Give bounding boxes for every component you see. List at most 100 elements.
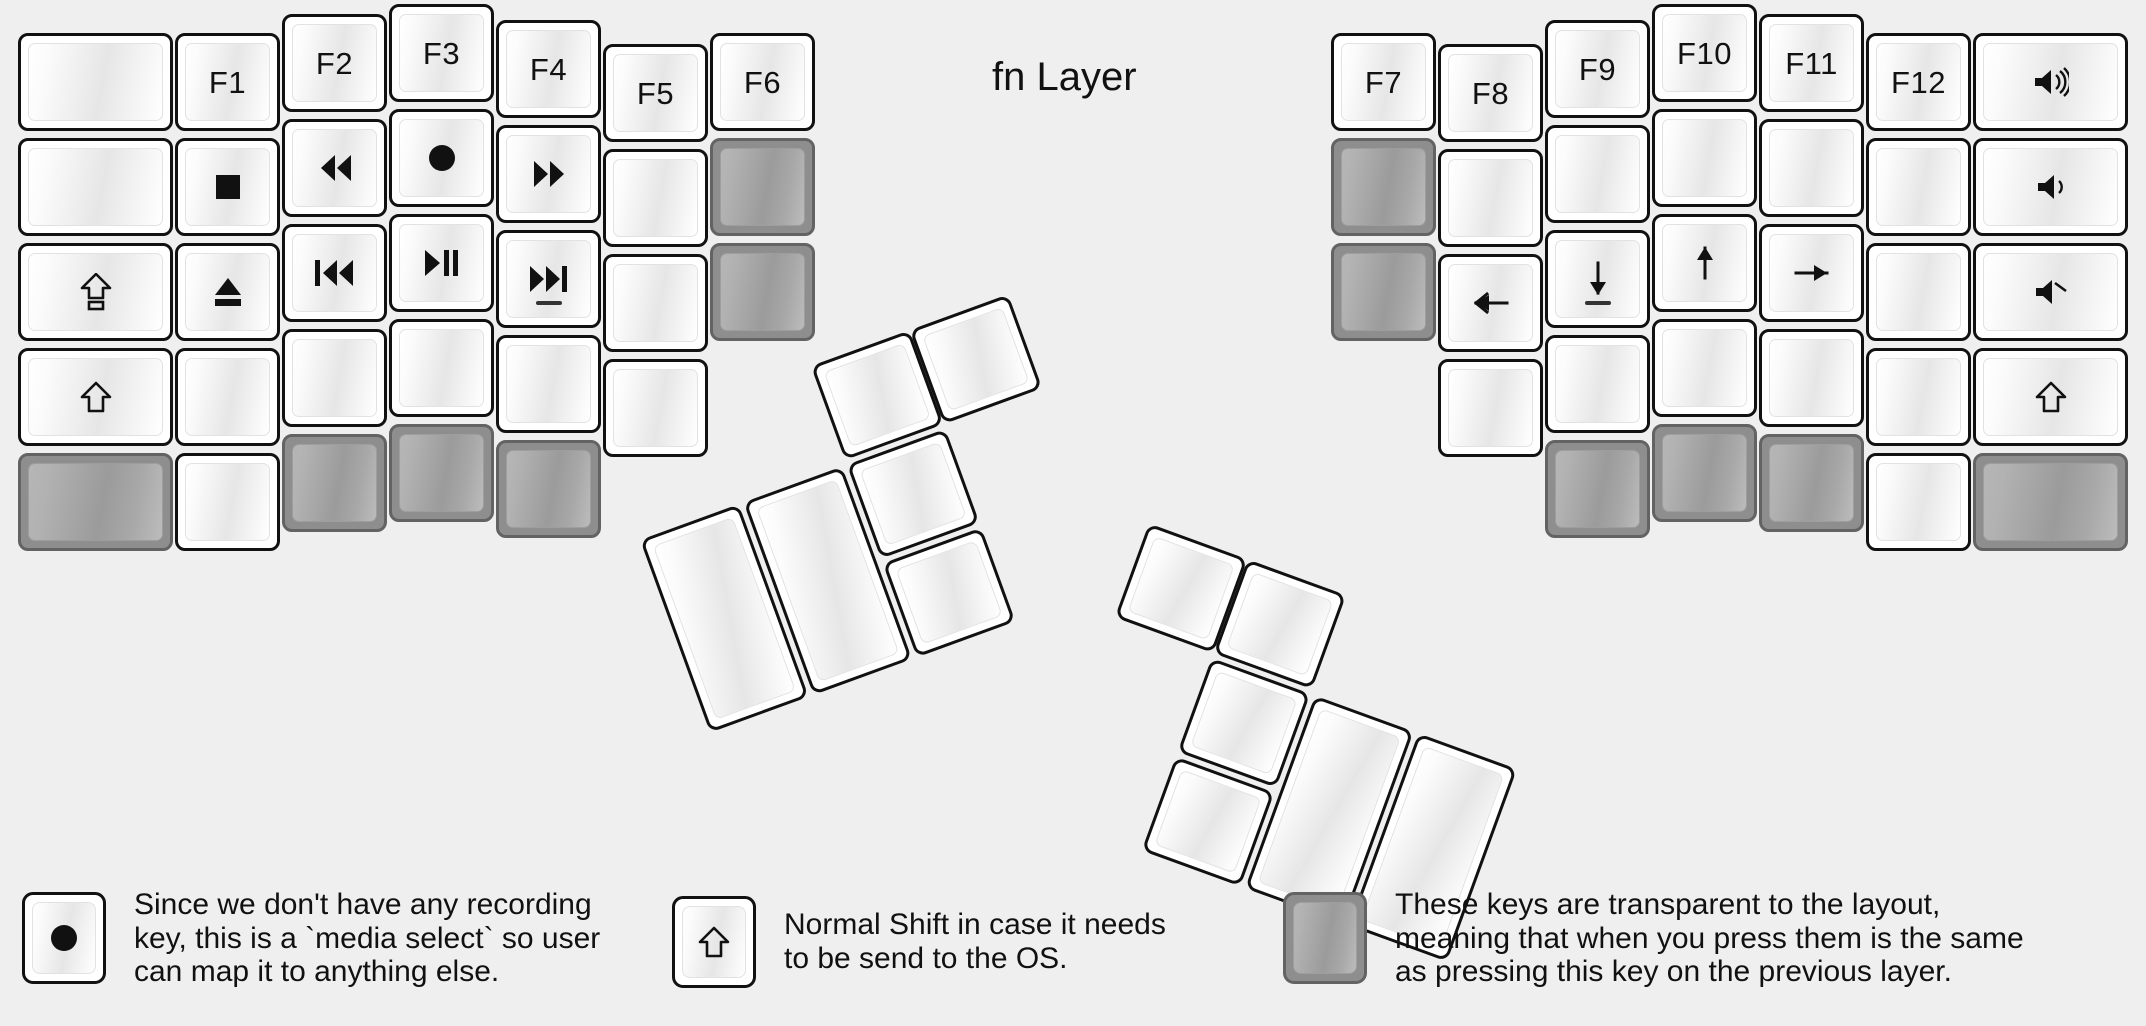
- keycap-face: [1293, 902, 1357, 975]
- key-right-c2-r3[interactable]: [1438, 254, 1543, 352]
- media-fast-forward-icon: [532, 160, 566, 188]
- key-left-c5-r2[interactable]: [496, 125, 601, 223]
- key-right-c7-r4[interactable]: [1973, 348, 2128, 446]
- shift-icon: [2035, 381, 2067, 413]
- keycap-face: [823, 342, 931, 448]
- key-left-c2-r3[interactable]: [175, 243, 280, 341]
- key-left-c5-r4[interactable]: [496, 335, 601, 433]
- key-left-c2-r4[interactable]: [175, 348, 280, 446]
- key-right-c4-r2[interactable]: [1652, 109, 1757, 207]
- key-left-c1-r5[interactable]: [18, 453, 173, 551]
- key-left-c1-r3[interactable]: [18, 243, 173, 341]
- key-left-c3-r4[interactable]: [282, 329, 387, 427]
- volume-mute-icon: [2034, 277, 2068, 307]
- key-left-c3-r1[interactable]: F2: [282, 14, 387, 112]
- keycap-face: [292, 339, 377, 417]
- key-right-c4-r5[interactable]: [1652, 424, 1757, 522]
- key-right-c4-r1[interactable]: F10: [1652, 4, 1757, 102]
- key-right-c5-r5[interactable]: [1759, 434, 1864, 532]
- media-record-icon: [427, 143, 457, 173]
- keycap-face: F7: [1341, 43, 1426, 121]
- left-thumb-cluster: [640, 294, 1043, 733]
- key-right-c7-r2[interactable]: [1973, 138, 2128, 236]
- keycap-face: [613, 159, 698, 237]
- page-title: fn Layer: [992, 55, 1137, 99]
- keycap-face: [1876, 253, 1961, 331]
- key-left-c7-r3[interactable]: [710, 243, 815, 341]
- key-left-c2-r2[interactable]: [175, 138, 280, 236]
- key-left-c2-r5[interactable]: [175, 453, 280, 551]
- media-prev-track-icon: [315, 259, 354, 287]
- key-right-c4-r4[interactable]: [1652, 319, 1757, 417]
- key-right-c7-r3[interactable]: [1973, 243, 2128, 341]
- key-left-c6-r2[interactable]: [603, 149, 708, 247]
- key-label: F6: [743, 64, 782, 100]
- key-label: F8: [1471, 75, 1510, 111]
- key-right-c3-r2[interactable]: [1545, 125, 1650, 223]
- key-right-c6-r2[interactable]: [1866, 138, 1971, 236]
- key-left-c4-r4[interactable]: [389, 319, 494, 417]
- key-right-c2-r1[interactable]: F8: [1438, 44, 1543, 142]
- key-right-c5-r1[interactable]: F11: [1759, 14, 1864, 112]
- key-right-c1-r3[interactable]: [1331, 243, 1436, 341]
- key-right-c6-r1[interactable]: F12: [1866, 33, 1971, 131]
- keycap-face: [895, 540, 1003, 645]
- key-left-c4-r5[interactable]: [389, 424, 494, 522]
- key-label: F11: [1785, 45, 1838, 81]
- shift-icon: [698, 926, 730, 958]
- keycap-face: [1876, 148, 1961, 226]
- key-left-c3-r3[interactable]: [282, 224, 387, 322]
- key-right-c6-r5[interactable]: [1866, 453, 1971, 551]
- media-eject-icon: [213, 276, 243, 308]
- key-right-c6-r4[interactable]: [1866, 348, 1971, 446]
- keycap-face: [399, 329, 484, 407]
- key-left-c1-r2[interactable]: [18, 138, 173, 236]
- key-left-c6-r3[interactable]: [603, 254, 708, 352]
- key-right-c4-r3[interactable]: [1652, 214, 1757, 312]
- key-label: F10: [1677, 35, 1732, 71]
- keycap-face: [1341, 148, 1426, 226]
- key-left-c1-r1[interactable]: [18, 33, 173, 131]
- key-left-c3-r2[interactable]: [282, 119, 387, 217]
- key-right-c1-r1[interactable]: F7: [1331, 33, 1436, 131]
- key-left-c1-r4[interactable]: [18, 348, 173, 446]
- key-right-c5-r2[interactable]: [1759, 119, 1864, 217]
- key-left-c5-r1[interactable]: F4: [496, 20, 601, 118]
- key-left-c6-r4[interactable]: [603, 359, 708, 457]
- key-right-c3-r5[interactable]: [1545, 440, 1650, 538]
- key-left-c5-r3[interactable]: [496, 230, 601, 328]
- key-right-c2-r4[interactable]: [1438, 359, 1543, 457]
- media-stop-icon: [214, 173, 242, 201]
- key-left-c7-r2[interactable]: [710, 138, 815, 236]
- key-right-c5-r3[interactable]: [1759, 224, 1864, 322]
- key-right-c3-r1[interactable]: F9: [1545, 20, 1650, 118]
- key-left-c2-r1[interactable]: F1: [175, 33, 280, 131]
- keycap-face: [1769, 339, 1854, 417]
- arrow-up-icon: [1690, 245, 1720, 281]
- keycap-face: [506, 345, 591, 423]
- key-right-c5-r4[interactable]: [1759, 329, 1864, 427]
- keycap-face: F5: [613, 54, 698, 132]
- keycap-face: [506, 450, 591, 528]
- legend-transparent: These keys are transparent to the layout…: [1283, 888, 2024, 989]
- key-right-c2-r2[interactable]: [1438, 149, 1543, 247]
- legend-transparent-description: These keys are transparent to the layout…: [1395, 888, 2024, 989]
- key-right-c1-r2[interactable]: [1331, 138, 1436, 236]
- key-right-c6-r3[interactable]: [1866, 243, 1971, 341]
- key-right-c7-r5[interactable]: [1973, 453, 2128, 551]
- key-right-c3-r3[interactable]: [1545, 230, 1650, 328]
- key-left-c3-r5[interactable]: [282, 434, 387, 532]
- keycap-face: [1127, 536, 1235, 641]
- key-left-c6-r1[interactable]: F5: [603, 44, 708, 142]
- keycap-face: [28, 253, 163, 331]
- keycap-face: F9: [1555, 30, 1640, 108]
- key-left-c4-r1[interactable]: F3: [389, 4, 494, 102]
- key-right-c7-r1[interactable]: [1973, 33, 2128, 131]
- key-left-c7-r1[interactable]: F6: [710, 33, 815, 131]
- right-thumb-cluster: [1113, 523, 1518, 962]
- key-left-c4-r2[interactable]: [389, 109, 494, 207]
- key-right-c3-r4[interactable]: [1545, 335, 1650, 433]
- key-left-c5-r5[interactable]: [496, 440, 601, 538]
- key-left-c4-r3[interactable]: [389, 214, 494, 312]
- keycap-face: [185, 253, 270, 331]
